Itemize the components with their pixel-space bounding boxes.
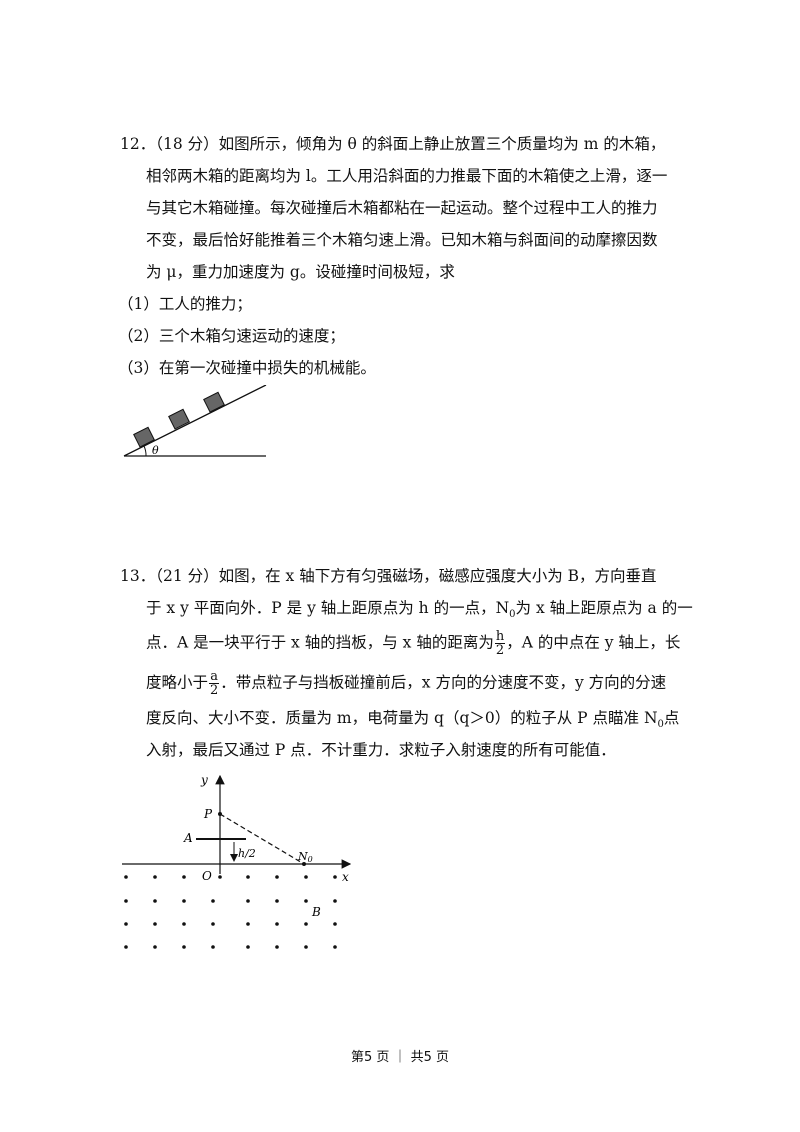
q13-line-6: 入射，最后又通过 P 点．不计重力．求粒子入射速度的所有可能值．: [146, 741, 616, 759]
n0-label: N0: [297, 850, 313, 864]
angle-arc: [143, 445, 147, 457]
x-axis-label: x: [342, 870, 349, 884]
q13-line-5-sub: 0: [657, 719, 664, 731]
field-dot: [182, 922, 186, 926]
q12-line-5: 为 μ，重力加速度为 g。设碰撞时间极短，求: [146, 263, 455, 281]
field-dot: [124, 899, 128, 903]
field-dot: [211, 899, 215, 903]
frac-num: a: [209, 669, 220, 684]
box-3: [203, 391, 225, 413]
field-dot: [304, 945, 308, 949]
q12-line-3: 与其它木箱碰撞。每次碰撞后木箱都粘在一起运动。整个过程中工人的推力: [146, 199, 658, 217]
field-dot: [275, 899, 279, 903]
field-dot: [275, 945, 279, 949]
frac-num: h: [494, 629, 506, 644]
q12-sub-3: （3）在第一次碰撞中损失的机械能。: [118, 359, 376, 377]
field-dot: [246, 922, 250, 926]
field-dot: [333, 945, 337, 949]
y-axis-label: y: [200, 773, 208, 787]
frac-den: 2: [495, 643, 505, 658]
h2-label: h/2: [238, 847, 256, 860]
field-dot: [153, 875, 157, 879]
origin-label: O: [202, 869, 212, 883]
q13-line-3a: 点．A 是一块平行于 x 轴的挡板，与 x 轴的距离为: [146, 633, 494, 652]
field-dot: [124, 945, 128, 949]
page-footer: 第5 页 ｜ 共5 页: [350, 1050, 450, 1065]
field-dot: [153, 899, 157, 903]
field-dot: [304, 922, 308, 926]
field-dot: [211, 922, 215, 926]
q12-sub-1: （1）工人的推力；: [118, 295, 252, 313]
field-dot: [333, 899, 337, 903]
field-dot: [153, 922, 157, 926]
q13-line-2: 于 x y 平面向外．P 是 y 轴上距原点为 h 的一点，N0为 x 轴上距原…: [146, 598, 693, 625]
incline-figure: θ: [123, 385, 267, 457]
p-label: P: [203, 807, 213, 821]
field-dot: [218, 875, 222, 879]
field-dot: [182, 899, 186, 903]
field-dot: [211, 945, 215, 949]
q12-line-2: 相邻两木箱的距离均为 l。工人用沿斜面的力推最下面的木箱使之上滑，逐一: [146, 167, 668, 185]
q13-line-5a: 度反向、大小不变．质量为 m，电荷量为 q（q＞0）的粒子从 P 点瞄准 N: [146, 709, 658, 727]
n0-letter: N: [297, 850, 308, 863]
field-figure: y x P A h/2 N0 O B: [122, 773, 352, 949]
q12-sub-2: （2）三个木箱匀速运动的速度；: [118, 327, 345, 345]
a-label: A: [183, 831, 193, 845]
q12-line-1: 12．（18 分）如图所示，倾角为 θ 的斜面上静止放置三个质量均为 m 的木箱…: [120, 135, 666, 153]
field-dot: [124, 922, 128, 926]
q13-line-2-sub: 0: [509, 609, 516, 621]
q13-line-3b: ，A 的中点在 y 轴上，长: [506, 633, 681, 652]
box-2: [168, 408, 190, 430]
field-dot: [304, 899, 308, 903]
field-dot: [275, 875, 279, 879]
field-dot: [246, 945, 250, 949]
field-dot: [246, 899, 250, 903]
field-dot: [124, 875, 128, 879]
incline-line: [123, 385, 267, 457]
field-dot: [182, 945, 186, 949]
field-dot: [275, 922, 279, 926]
field-dot: [333, 922, 337, 926]
b-label: B: [311, 905, 321, 919]
point-n0: [302, 862, 306, 866]
field-dot: [333, 875, 337, 879]
box-1: [133, 426, 155, 448]
q13-line-4a: 度略小于: [146, 673, 209, 692]
q12-line-4: 不变，最后恰好能推着三个木箱匀速上滑。已知木箱与斜面间的动摩擦因数: [146, 231, 658, 249]
q13-line-5b: 点: [663, 709, 680, 727]
field-dot: [304, 875, 308, 879]
frac-den: 2: [210, 683, 219, 698]
q13-line-4b: ．带点粒子与挡板碰撞前后，x 方向的分速度不变，y 方向的分速: [220, 673, 667, 692]
q13-line-5: 度反向、大小不变．质量为 m，电荷量为 q（q＞0）的粒子从 P 点瞄准 N0点: [146, 708, 679, 735]
dashed-path: [219, 813, 305, 865]
field-dot: [246, 875, 250, 879]
q13-line-2b: 为 x 轴上距原点为 a 的一: [515, 599, 693, 617]
n0-subscript: 0: [308, 855, 313, 864]
field-dot: [182, 875, 186, 879]
theta-label: θ: [152, 444, 159, 457]
q13-line-1: 13．（21 分）如图，在 x 轴下方有匀强磁场，磁感应强度大小为 B，方向垂直: [120, 567, 657, 585]
field-dots: [124, 875, 337, 949]
q13-line-2a: 于 x y 平面向外．P 是 y 轴上距原点为 h 的一点，N: [146, 599, 510, 617]
field-dot: [153, 945, 157, 949]
